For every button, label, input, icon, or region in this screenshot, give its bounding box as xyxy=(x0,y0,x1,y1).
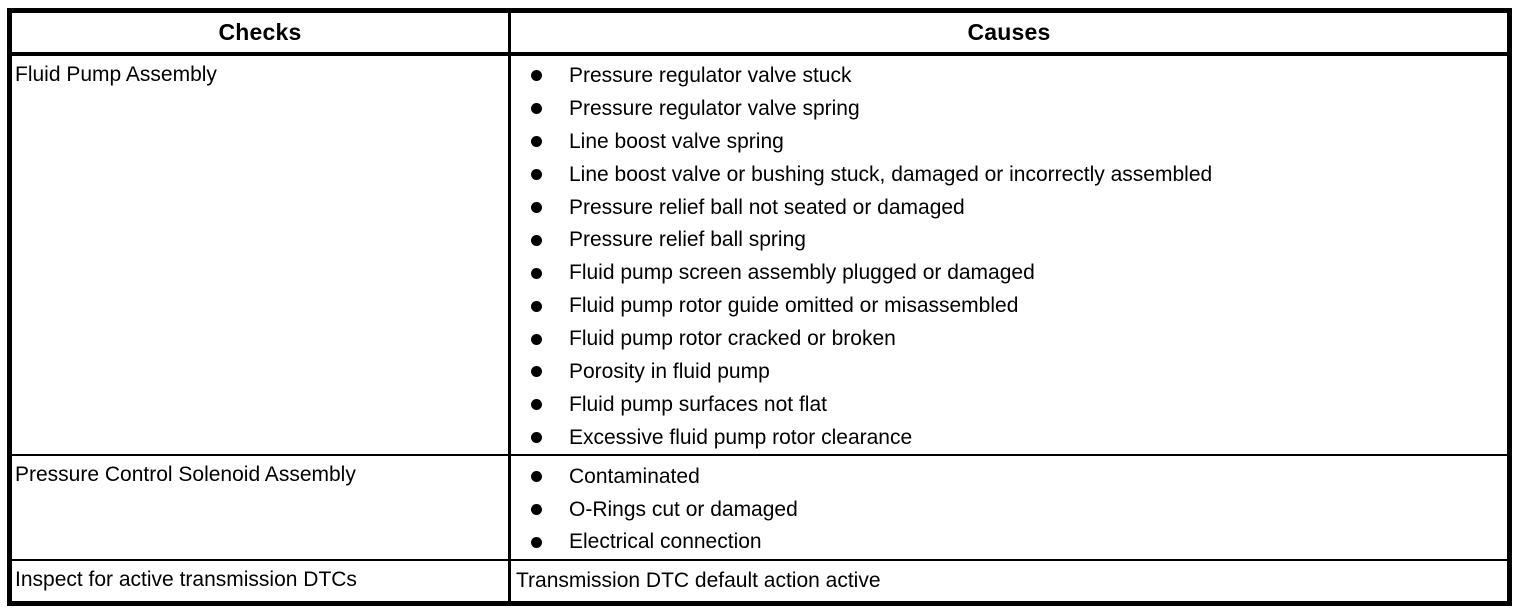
bullet-icon xyxy=(531,300,542,312)
bullet-icon xyxy=(531,536,542,548)
bullet-icon xyxy=(531,504,542,516)
cause-label: Pressure relief ball spring xyxy=(569,228,806,252)
cause-label: Pressure regulator valve stuck xyxy=(569,63,852,87)
cause-label: Contaminated xyxy=(569,464,700,488)
check-label: Fluid Pump Assembly xyxy=(15,62,217,86)
check-label: Inspect for active transmission DTCs xyxy=(15,568,357,592)
bullet-icon xyxy=(531,70,542,82)
cause-label: Pressure regulator valve spring xyxy=(569,96,860,120)
cause-item: Fluid pump rotor cracked or broken xyxy=(511,323,1503,356)
cause-item: Excessive fluid pump rotor clearance xyxy=(511,421,1503,454)
table-row: Pressure Control Solenoid Assembly Contam… xyxy=(8,454,1511,562)
cause-item: Pressure relief ball not seated or damag… xyxy=(511,191,1503,224)
cause-item: Fluid pump screen assembly plugged or da… xyxy=(511,257,1503,290)
bullet-icon xyxy=(531,333,542,345)
cause-label: Transmission DTC default action active xyxy=(516,569,881,593)
cause-item: Line boost valve spring xyxy=(511,125,1503,158)
check-cell: Pressure Control Solenoid Assembly xyxy=(8,454,511,562)
cause-item: Contaminated xyxy=(511,460,1503,493)
bullet-icon xyxy=(531,234,542,246)
header-row: Checks Causes xyxy=(8,9,1511,56)
bullet-icon xyxy=(531,471,542,483)
cause-label: Fluid pump surfaces not flat xyxy=(569,392,827,416)
cause-label: O-Rings cut or damaged xyxy=(569,497,798,521)
cause-item: Fluid pump rotor guide omitted or misass… xyxy=(511,290,1503,323)
bullet-icon xyxy=(531,169,542,181)
table-row: Inspect for active transmission DTCs Tran… xyxy=(8,559,1511,605)
cause-item: Line boost valve or bushing stuck, damag… xyxy=(511,158,1503,191)
cause-item: Fluid pump surfaces not flat xyxy=(511,388,1503,421)
bullet-icon xyxy=(531,136,542,148)
cause-label: Line boost valve spring xyxy=(569,129,784,153)
bullet-icon xyxy=(531,103,542,115)
cause-label: Fluid pump screen assembly plugged or da… xyxy=(569,261,1035,285)
check-label: Pressure Control Solenoid Assembly xyxy=(15,463,356,487)
cause-item: Pressure regulator valve spring xyxy=(511,92,1503,125)
bullet-icon xyxy=(531,267,542,279)
cause-label: Electrical connection xyxy=(569,530,762,554)
bullet-icon xyxy=(531,202,542,213)
bullet-icon xyxy=(531,366,542,378)
column-header-causes: Causes xyxy=(508,9,1511,56)
cause-item: Pressure regulator valve stuck xyxy=(511,60,1503,93)
cause-label: Porosity in fluid pump xyxy=(569,359,770,383)
column-header-checks: Checks xyxy=(8,9,511,56)
cause-label: Line boost valve or bushing stuck, damag… xyxy=(569,162,1213,186)
cause-item: Porosity in fluid pump xyxy=(511,356,1503,389)
cause-item: Electrical connection xyxy=(511,526,1503,559)
bullet-icon xyxy=(531,432,542,444)
check-cell: Fluid Pump Assembly xyxy=(8,52,511,457)
cause-label: Pressure relief ball not seated or damag… xyxy=(569,195,965,219)
cause-item: O-Rings cut or damaged xyxy=(511,493,1503,526)
check-cell: Inspect for active transmission DTCs xyxy=(8,559,511,605)
cause-label: Fluid pump rotor cracked or broken xyxy=(569,327,896,351)
cause-label: Excessive fluid pump rotor clearance xyxy=(569,425,913,449)
causes-cell: Transmission DTC default action active xyxy=(508,559,1511,605)
bullet-icon xyxy=(531,399,542,411)
cause-label: Fluid pump rotor guide omitted or misass… xyxy=(569,294,1019,318)
cause-item: Pressure relief ball spring xyxy=(511,224,1503,257)
